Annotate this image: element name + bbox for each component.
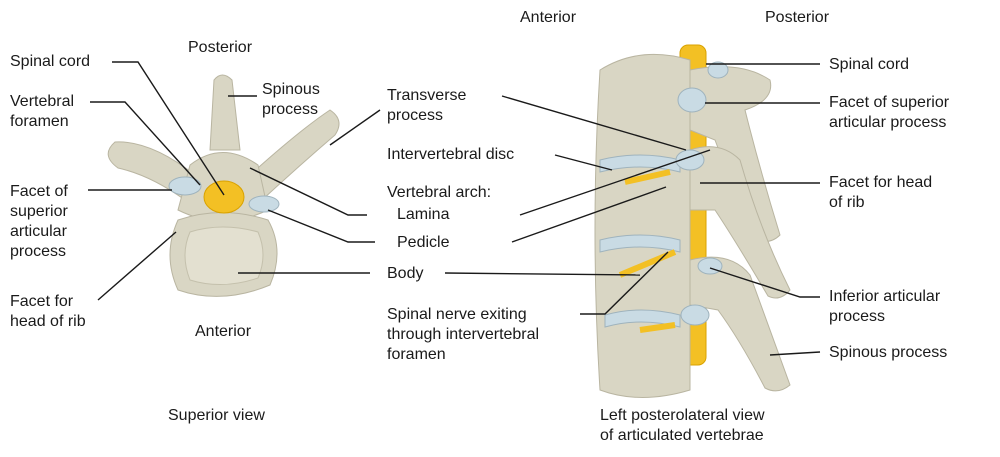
inferior-articular-facet (697, 257, 723, 275)
superior-view-vertebra (107, 74, 340, 297)
superior-posterior-label: Posterior (188, 39, 253, 56)
superior-facet-left (168, 176, 202, 196)
spinous-process-shape (209, 74, 241, 151)
leader-spinal-cord-left (112, 61, 225, 196)
leader-spinal-nerve (580, 251, 669, 315)
transverse-process-right-shape (249, 109, 340, 201)
leader-lamina-left (249, 167, 367, 216)
body-label: Body (387, 265, 424, 282)
inferior-articular-label: Inferior articular process (829, 288, 941, 325)
vertebral-bodies (594, 53, 691, 398)
leader-disc (554, 154, 613, 171)
facet-rib-label-left: Facet for head of rib (10, 293, 86, 330)
intervertebral-disc-3 (604, 309, 681, 328)
intervertebral-disc-label: Intervertebral disc (387, 146, 515, 163)
body-inner-rim (184, 226, 264, 286)
superior-articular-facet (707, 61, 729, 79)
facet-rib-label-right: Facet for head of rib (829, 174, 933, 211)
leader-lamina-right (519, 149, 711, 216)
spinal-nerve-label: Spinal nerve exiting through interverteb… (387, 306, 540, 363)
transverse-process-label: Transverse process (387, 87, 467, 124)
articulated-vertebrae (594, 44, 791, 398)
superior-facet-right (248, 195, 280, 213)
lateral-anterior-label: Anterior (520, 9, 577, 26)
lateral-view-caption: Left posterolateral view of articulated … (600, 407, 765, 444)
facet-superior-label-right: Facet of superior articular process (829, 94, 950, 131)
lateral-posterior-label: Posterior (765, 9, 830, 26)
leader-transverse-left (329, 109, 381, 146)
spinal-nerve-1 (624, 169, 671, 185)
spinal-cord-cross-section (203, 180, 245, 214)
superior-articular-facet-2 (677, 87, 707, 113)
leader-lines (88, 61, 821, 356)
leader-inferior-articular (709, 267, 820, 298)
spinal-cord-label-left: Spinal cord (10, 53, 91, 70)
superior-view-caption: Superior view (168, 407, 265, 424)
spinal-cord-label-right: Spinal cord (829, 56, 910, 73)
vertebral-foramen-label: Vertebral foramen (10, 93, 75, 130)
leader-body-right (444, 272, 641, 276)
posterior-element-2 (689, 146, 791, 299)
spinous-process-label-left: Spinous process (262, 81, 320, 118)
leader-spinous-process-right (769, 351, 821, 356)
superior-anterior-label: Anterior (195, 323, 252, 340)
leader-transverse-right (501, 95, 687, 151)
spinal-nerve-2 (618, 249, 677, 278)
intervertebral-disc-2 (599, 234, 681, 253)
pedicle-label: Pedicle (397, 234, 450, 251)
facet-superior-label-left: Facet of superior articular process (10, 183, 68, 260)
leader-pedicle-right (511, 186, 667, 243)
spinal-nerve-3 (639, 322, 676, 333)
spinous-process-label-right: Spinous process (829, 344, 948, 361)
posterior-element-3 (689, 256, 791, 392)
vertebral-arch-label: Vertebral arch: (387, 184, 492, 201)
leader-pedicle-left (267, 209, 375, 243)
leader-facet-rib-left (97, 231, 177, 301)
lower-facet (680, 304, 710, 326)
lamina-label: Lamina (397, 206, 450, 223)
leader-vertebral-foramen (90, 101, 201, 186)
